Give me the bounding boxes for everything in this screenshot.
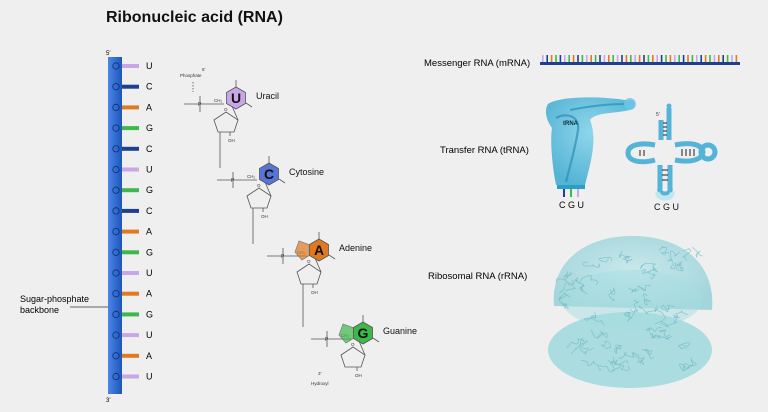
strand-base-letter: G: [146, 309, 153, 319]
strand-base: U: [112, 61, 153, 71]
strand-base-letter: U: [146, 268, 153, 278]
base-name: Adenine: [339, 243, 372, 253]
strand-base-letter: G: [146, 123, 153, 133]
strand-base-letter: U: [146, 372, 153, 382]
mrna-section: Messenger RNA (mRNA): [424, 55, 740, 69]
ring-oxygen: O: [257, 183, 261, 188]
base-letter: A: [314, 242, 324, 258]
backbone-label-2: backbone: [20, 305, 59, 315]
strand-base-letter: A: [146, 102, 152, 112]
oh-label: OH: [311, 290, 318, 295]
hydroxyl-prime: 3': [318, 371, 322, 376]
nucleotide: PCH₂OOHAAdenine: [267, 232, 372, 327]
phosphorus-label: P: [198, 102, 202, 108]
oh-label: OH: [228, 138, 235, 143]
trna-5prime: 5': [656, 112, 660, 118]
rrna-section: Ribosomal RNA (rRNA): [428, 236, 713, 388]
strand-base: A: [112, 227, 152, 237]
strand-base: G: [112, 247, 153, 257]
strand-base-letter: A: [146, 351, 152, 361]
strand-base-letter: A: [146, 227, 152, 237]
oh-label: OH: [355, 373, 362, 378]
base-name: Guanine: [383, 326, 417, 336]
strand-base-letter: G: [146, 247, 153, 257]
trna-anticodon-1: C G U: [559, 200, 584, 210]
strand-5prime: 5': [106, 51, 110, 57]
base-name: Uracil: [256, 91, 279, 101]
base-letter: U: [231, 90, 241, 106]
phosphate-label: Phosphate: [180, 73, 202, 78]
strand-base: G: [112, 309, 153, 319]
mrna-strand: [540, 62, 740, 65]
strand-base: U: [112, 330, 153, 340]
ch2-label: CH₂: [214, 98, 222, 103]
ch2-label: CH₂: [247, 174, 255, 179]
phosphorus-label: P: [325, 337, 329, 343]
ring-oxygen: O: [307, 259, 311, 264]
strand-base: U: [112, 268, 153, 278]
strand-base: A: [112, 289, 152, 299]
ring-oxygen: O: [224, 107, 228, 112]
base-name: Cytosine: [289, 167, 324, 177]
strand-base-letter: U: [146, 330, 153, 340]
strand-3prime: 3': [106, 398, 110, 404]
strand-base-letter: U: [146, 165, 153, 175]
base-letter: G: [358, 325, 369, 341]
strand-base: C: [112, 206, 153, 216]
trna-anticodon-2: C G U: [654, 202, 679, 212]
nucleotide: PCH₂OOHGGuanine: [311, 315, 417, 378]
trna-3d-model: tRNA C G U: [545, 97, 636, 210]
phosphorus-label: P: [231, 178, 235, 184]
trna-label: Transfer RNA (tRNA): [440, 145, 529, 156]
ring-oxygen: O: [351, 342, 355, 347]
strand-base: G: [112, 123, 153, 133]
strand-base-letter: G: [146, 185, 153, 195]
strand-base: C: [112, 144, 153, 154]
base-letter: C: [264, 166, 274, 182]
trna-cloverleaf: 5' C G U: [625, 103, 718, 212]
rrna-label: Ribosomal RNA (rRNA): [428, 271, 527, 282]
strand-base: C: [112, 82, 153, 92]
backbone-label: Sugar-phosphate: [20, 294, 89, 304]
strand-base-letter: U: [146, 61, 153, 71]
mrna-label: Messenger RNA (mRNA): [424, 58, 530, 69]
mrna-bases: [542, 55, 738, 62]
strand-base-letter: C: [146, 206, 153, 216]
trna-model-label: tRNA: [563, 121, 579, 127]
strand-base: U: [112, 372, 153, 382]
ribosome-model: [548, 236, 713, 388]
sugar-phosphate-backbone: [108, 57, 122, 394]
strand-base: U: [112, 165, 153, 175]
page-title: Ribonucleic acid (RNA): [106, 9, 283, 26]
trna-section: Transfer RNA (tRNA) tRNA C G U 5': [440, 97, 718, 212]
hydroxyl-label: Hydroxyl: [311, 381, 329, 386]
strand-base: G: [112, 185, 153, 195]
oh-label: OH: [261, 214, 268, 219]
phosphate-prime: 5': [202, 67, 206, 72]
strand-base-letter: C: [146, 82, 153, 92]
phosphorus-label: P: [281, 254, 285, 260]
strand-base-letter: C: [146, 144, 153, 154]
strand-base: A: [112, 351, 152, 361]
strand-base: A: [112, 102, 152, 112]
strand-base-letter: A: [146, 289, 152, 299]
